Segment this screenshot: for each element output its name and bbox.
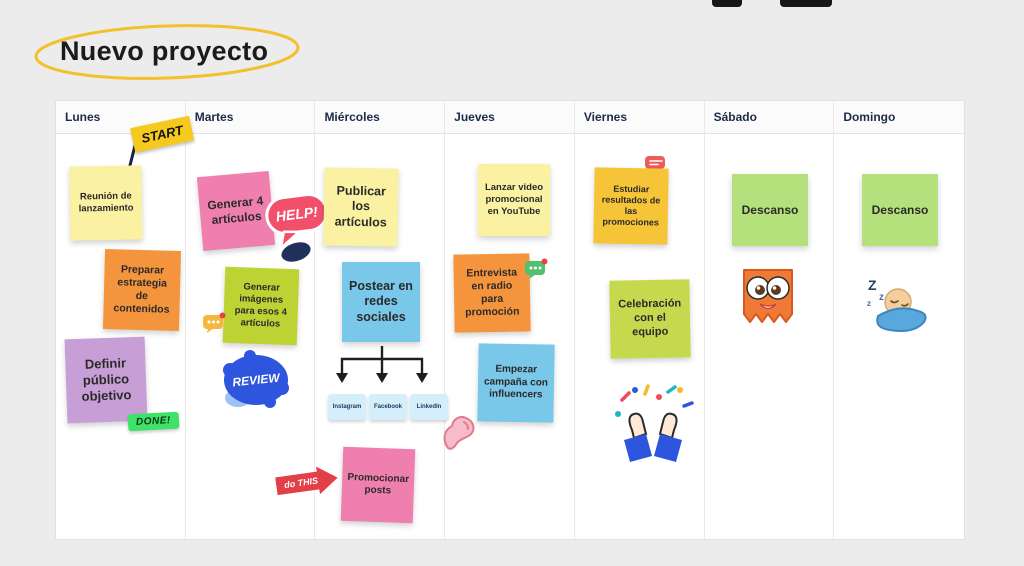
- review-sticker-label: REVIEW: [232, 370, 282, 389]
- note-promocionar-posts[interactable]: Promocionar posts: [340, 446, 416, 524]
- note-generar-imagenes[interactable]: Generar imágenes para esos 4 artículos: [222, 266, 300, 346]
- day-column-domingo: Domingo: [834, 101, 965, 539]
- arrows-to-social-channels[interactable]: [326, 344, 438, 399]
- confetti-hands-sticker[interactable]: [610, 384, 696, 469]
- note-reunion-lanzamiento[interactable]: Reunión de lanzamiento: [69, 165, 143, 241]
- note-lanzar-video[interactable]: Lanzar video promocional en YouTube: [478, 164, 550, 236]
- day-column-jueves: Jueves: [445, 101, 575, 539]
- start-flag-label: START: [130, 115, 195, 153]
- social-card-linkedin[interactable]: LinkedIn: [410, 394, 448, 420]
- day-header-martes[interactable]: Martes: [185, 101, 315, 134]
- cropped-toolbar-button[interactable]: [712, 0, 742, 7]
- title-highlight-ellipse[interactable]: [30, 20, 304, 84]
- note-publicar-articulos[interactable]: Publicar los artículos: [323, 167, 399, 247]
- day-column-martes: Martes: [185, 101, 316, 539]
- review-blob-sticker[interactable]: REVIEW: [218, 350, 292, 417]
- done-sticker[interactable]: DONE!: [127, 411, 180, 432]
- cropped-toolbar-button[interactable]: [780, 0, 832, 7]
- help-speech-bubble-sticker[interactable]: HELP!: [264, 188, 332, 271]
- chat-bubble-icon[interactable]: [202, 312, 226, 339]
- chat-bubble-icon[interactable]: [524, 258, 548, 285]
- note-postear-redes[interactable]: Postear en redes sociales: [342, 262, 420, 342]
- day-header-miercoles[interactable]: Miércoles: [315, 101, 445, 134]
- note-preparar-estrategia[interactable]: Preparar estrategia de contenidos: [102, 249, 182, 331]
- note-definir-publico[interactable]: Definir público objetivo: [64, 336, 148, 424]
- day-header-sabado[interactable]: Sábado: [704, 101, 834, 134]
- sleeping-character-sticker[interactable]: Z z z: [864, 272, 932, 339]
- board-title[interactable]: Nuevo proyecto: [60, 36, 269, 66]
- social-channel-cards: Instagram Facebook LinkedIn: [328, 394, 448, 420]
- flex-arm-sticker[interactable]: [440, 410, 480, 457]
- note-entrevista-radio[interactable]: Entrevista en radio para promoción: [453, 253, 531, 333]
- note-celebracion-equipo[interactable]: Celebración con el equipo: [609, 279, 691, 359]
- note-descanso-domingo[interactable]: Descanso: [862, 174, 938, 246]
- day-header-jueves[interactable]: Jueves: [445, 101, 574, 134]
- social-card-facebook[interactable]: Facebook: [369, 394, 407, 420]
- excited-character-sticker[interactable]: [736, 264, 800, 335]
- social-card-instagram[interactable]: Instagram: [328, 394, 366, 420]
- day-column-miercoles: Miércoles: [315, 101, 446, 539]
- zzz-letter: z: [879, 292, 884, 303]
- note-campana-influencers[interactable]: Empezar campaña con influencers: [477, 343, 555, 423]
- help-sticker-label: HELP!: [275, 203, 319, 224]
- note-estudiar-resultados[interactable]: Estudiar resultados de las promociones: [593, 167, 669, 245]
- day-header-viernes[interactable]: Viernes: [574, 101, 704, 134]
- day-column-viernes: Viernes: [574, 101, 705, 539]
- day-column-sabado: Sábado: [704, 101, 835, 539]
- zzz-letter: Z: [868, 277, 877, 293]
- day-header-domingo[interactable]: Domingo: [834, 101, 965, 134]
- note-descanso-sabado[interactable]: Descanso: [732, 174, 808, 246]
- zzz-letter: z: [867, 299, 871, 308]
